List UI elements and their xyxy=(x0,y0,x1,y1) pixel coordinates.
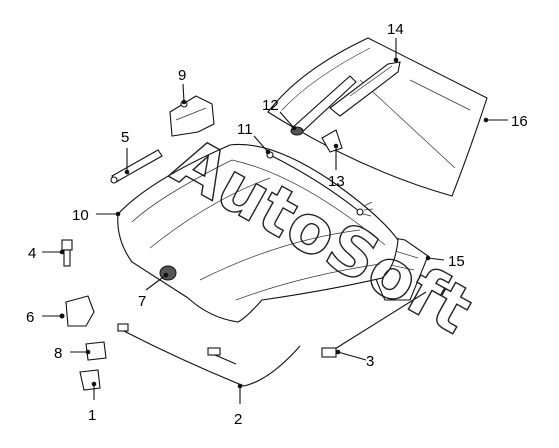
bracket-part xyxy=(79,369,101,391)
leader-dots xyxy=(59,57,489,389)
leader-lines xyxy=(42,38,508,404)
bolt-part xyxy=(61,239,73,267)
callout-10: 10 xyxy=(72,207,89,224)
callout-15: 15 xyxy=(448,253,465,270)
release-cable-part xyxy=(117,323,301,387)
clip-part xyxy=(85,341,107,361)
callout-4: 4 xyxy=(28,245,36,262)
callout-16: 16 xyxy=(511,113,528,130)
callout-14: 14 xyxy=(387,21,404,38)
windshield-part xyxy=(267,37,488,197)
hood-hinge-part xyxy=(169,95,215,137)
callout-2: 2 xyxy=(234,411,242,428)
hood-latch-part xyxy=(59,295,95,327)
callout-9: 9 xyxy=(178,67,186,84)
callout-11: 11 xyxy=(237,121,253,138)
callout-12: 12 xyxy=(262,97,279,114)
callout-6: 6 xyxy=(26,309,34,326)
callout-5: 5 xyxy=(121,129,129,146)
callout-1: 1 xyxy=(88,407,96,424)
callout-13: 13 xyxy=(328,173,345,190)
wiper-arm-part xyxy=(291,61,401,135)
callout-7: 7 xyxy=(138,293,146,310)
callout-labels: 1 2 3 4 5 6 7 8 9 10 11 12 13 14 15 16 xyxy=(26,21,528,428)
callout-8: 8 xyxy=(54,345,62,362)
callout-3: 3 xyxy=(366,353,374,370)
gas-strut-part xyxy=(110,149,163,184)
